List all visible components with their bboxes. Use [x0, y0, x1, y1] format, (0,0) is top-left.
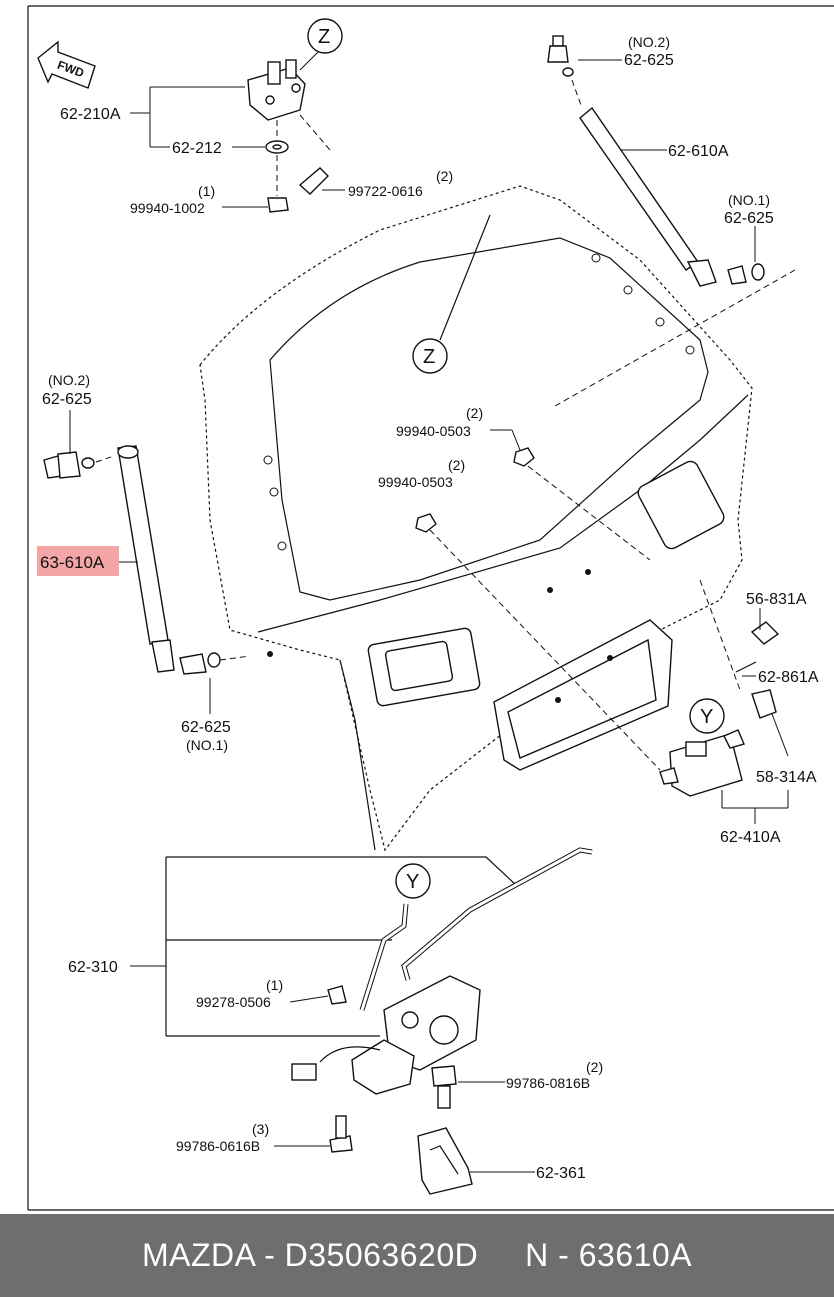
gas-strut-right — [547, 35, 765, 287]
latch-assembly — [165, 847, 593, 1195]
highlighted-part-63-610A: 63-610A — [37, 546, 119, 576]
lock-hardware-right — [659, 621, 780, 797]
nut-icon — [415, 513, 437, 533]
footer-bar: MAZDA - D35063620D N - 63610A — [0, 1214, 834, 1297]
callout-z-mid: Z — [412, 338, 448, 374]
label-62-625-right: 62-625 — [724, 210, 774, 227]
label-99786-0616B: 99786-0616B — [176, 1138, 260, 1154]
label-56-831A: 56-831A — [746, 591, 807, 608]
label-62-625-top: 62-625 — [624, 52, 674, 69]
liftgate-panel — [199, 185, 796, 852]
label-62-212: 62-212 — [172, 140, 222, 157]
label-62-410A: 62-410A — [720, 829, 781, 846]
note-no1-bottom: (NO.1) — [186, 737, 228, 753]
callout-y-bottom: Y — [395, 863, 431, 899]
label-62-210A: 62-210A — [60, 106, 121, 123]
label-99786-0816B: 99786-0816B — [506, 1075, 590, 1091]
svg-text:Z: Z — [423, 346, 435, 368]
qty-99278-0506: (1) — [266, 977, 283, 993]
hinge-assembly — [247, 59, 331, 213]
svg-text:Y: Y — [700, 706, 713, 728]
svg-text:63-610A: 63-610A — [40, 553, 105, 572]
note-no2-top: (NO.2) — [628, 34, 670, 50]
gas-strut-left — [43, 445, 251, 675]
label-99940-0503-b: 99940-0503 — [378, 474, 453, 490]
nut-icon — [513, 447, 535, 467]
footer-part-number: MAZDA - D35063620D N - 63610A — [141, 1237, 693, 1273]
qty-99722-0616: (2) — [436, 168, 453, 184]
qty-99940-0503-b: (2) — [448, 457, 465, 473]
note-no1-right: (NO.1) — [728, 192, 770, 208]
callout-z-top: Z — [307, 18, 343, 54]
label-99278-0506: 99278-0506 — [196, 994, 271, 1010]
label-99940-0503-a: 99940-0503 — [396, 423, 471, 439]
callout-y-right: Y — [689, 698, 725, 734]
qty-99786-0816B: (2) — [586, 1059, 603, 1075]
svg-text:Y: Y — [406, 871, 419, 893]
qty-99940-0503-a: (2) — [466, 405, 483, 421]
fwd-arrow-icon: FWD — [37, 40, 96, 89]
label-62-625-left: 62-625 — [42, 391, 92, 408]
label-99722-0616: 99722-0616 — [348, 183, 423, 199]
liftgate-parts-diagram: FWD 62-210A 62-212 (1) 99940-1002 (2) 99… — [27, 5, 834, 1211]
label-62-610A: 62-610A — [668, 143, 729, 160]
label-99940-1002: 99940-1002 — [130, 200, 205, 216]
qty-99786-0616B: (3) — [252, 1121, 269, 1137]
note-no2-left: (NO.2) — [48, 372, 90, 388]
label-62-861A: 62-861A — [758, 669, 819, 686]
label-62-361: 62-361 — [536, 1165, 586, 1182]
qty-99940-1002: (1) — [198, 183, 215, 199]
label-62-310: 62-310 — [68, 959, 118, 976]
label-58-314A: 58-314A — [756, 769, 817, 786]
svg-text:Z: Z — [318, 26, 330, 48]
label-62-625-bottom: 62-625 — [181, 719, 231, 736]
